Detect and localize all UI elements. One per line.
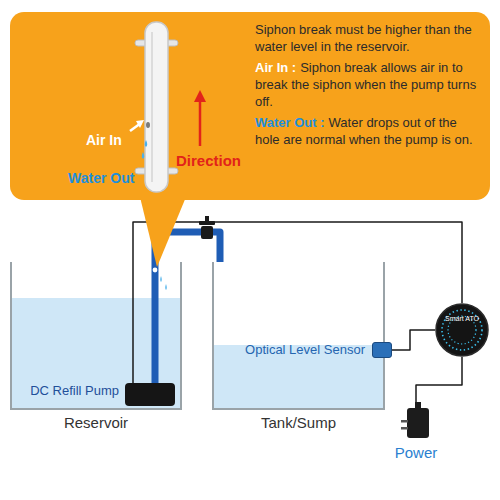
callout-panel: Siphon break must be higher than the wat… (10, 12, 490, 200)
note-keyword: Water Out : (255, 115, 325, 130)
container-label: Tank/Sump (194, 414, 403, 431)
water-out-label: Water Out (68, 170, 134, 186)
note-text: Siphon break must be higher than the wat… (255, 22, 472, 54)
brand-text: Smart ATO (435, 315, 489, 322)
container-label: Reservoir (0, 414, 200, 431)
adapter-prong (401, 427, 408, 430)
power-cable (416, 357, 462, 402)
refill-pump: DC Refill Pump (125, 383, 175, 406)
reservoir-container: DC Refill PumpReservoir (10, 262, 182, 410)
note-keyword: Air In : (255, 60, 296, 75)
direction-label: Direction (176, 152, 241, 169)
water-drop (145, 140, 148, 147)
callout-pointer (140, 197, 186, 267)
air-hole (146, 122, 150, 128)
body-shade (151, 32, 153, 182)
water-drop (142, 152, 145, 159)
sump-container: Optical Level SensorTank/Sump (212, 262, 385, 410)
part-label: DC Refill Pump (30, 383, 119, 398)
dial-body (436, 304, 488, 356)
part-label: Optical Level Sensor (245, 342, 365, 357)
adapter-prong (401, 420, 408, 423)
note-paragraph: Air In :Siphon break allows air in to br… (255, 60, 483, 110)
controller-dial (435, 303, 489, 357)
ato-controller: Smart ATO (435, 303, 489, 357)
air-in-label: Air In (86, 132, 122, 148)
note-paragraph: Siphon break must be higher than the wat… (255, 22, 483, 55)
part-label: Power (395, 444, 438, 461)
level-sensor: Optical Level Sensor (372, 342, 392, 358)
check-valve (199, 216, 215, 239)
direction-arrow (199, 100, 202, 146)
adapter-body (407, 408, 429, 438)
siphon-hole (153, 268, 167, 290)
siphon-break-body (145, 22, 168, 192)
adapter-cable-boot (415, 402, 421, 409)
water-tube (155, 232, 220, 383)
air-arrow-head (136, 120, 144, 128)
note-paragraph: Water Out :Water drops out of the hole a… (255, 115, 483, 148)
pump-cable (133, 222, 462, 383)
direction-arrow-head (194, 90, 206, 102)
sensor-cable (392, 330, 435, 350)
callout-text: Siphon break must be higher than the wat… (255, 22, 483, 153)
power-adapter: Power (401, 402, 431, 440)
power-adapter-drawing (401, 402, 431, 440)
